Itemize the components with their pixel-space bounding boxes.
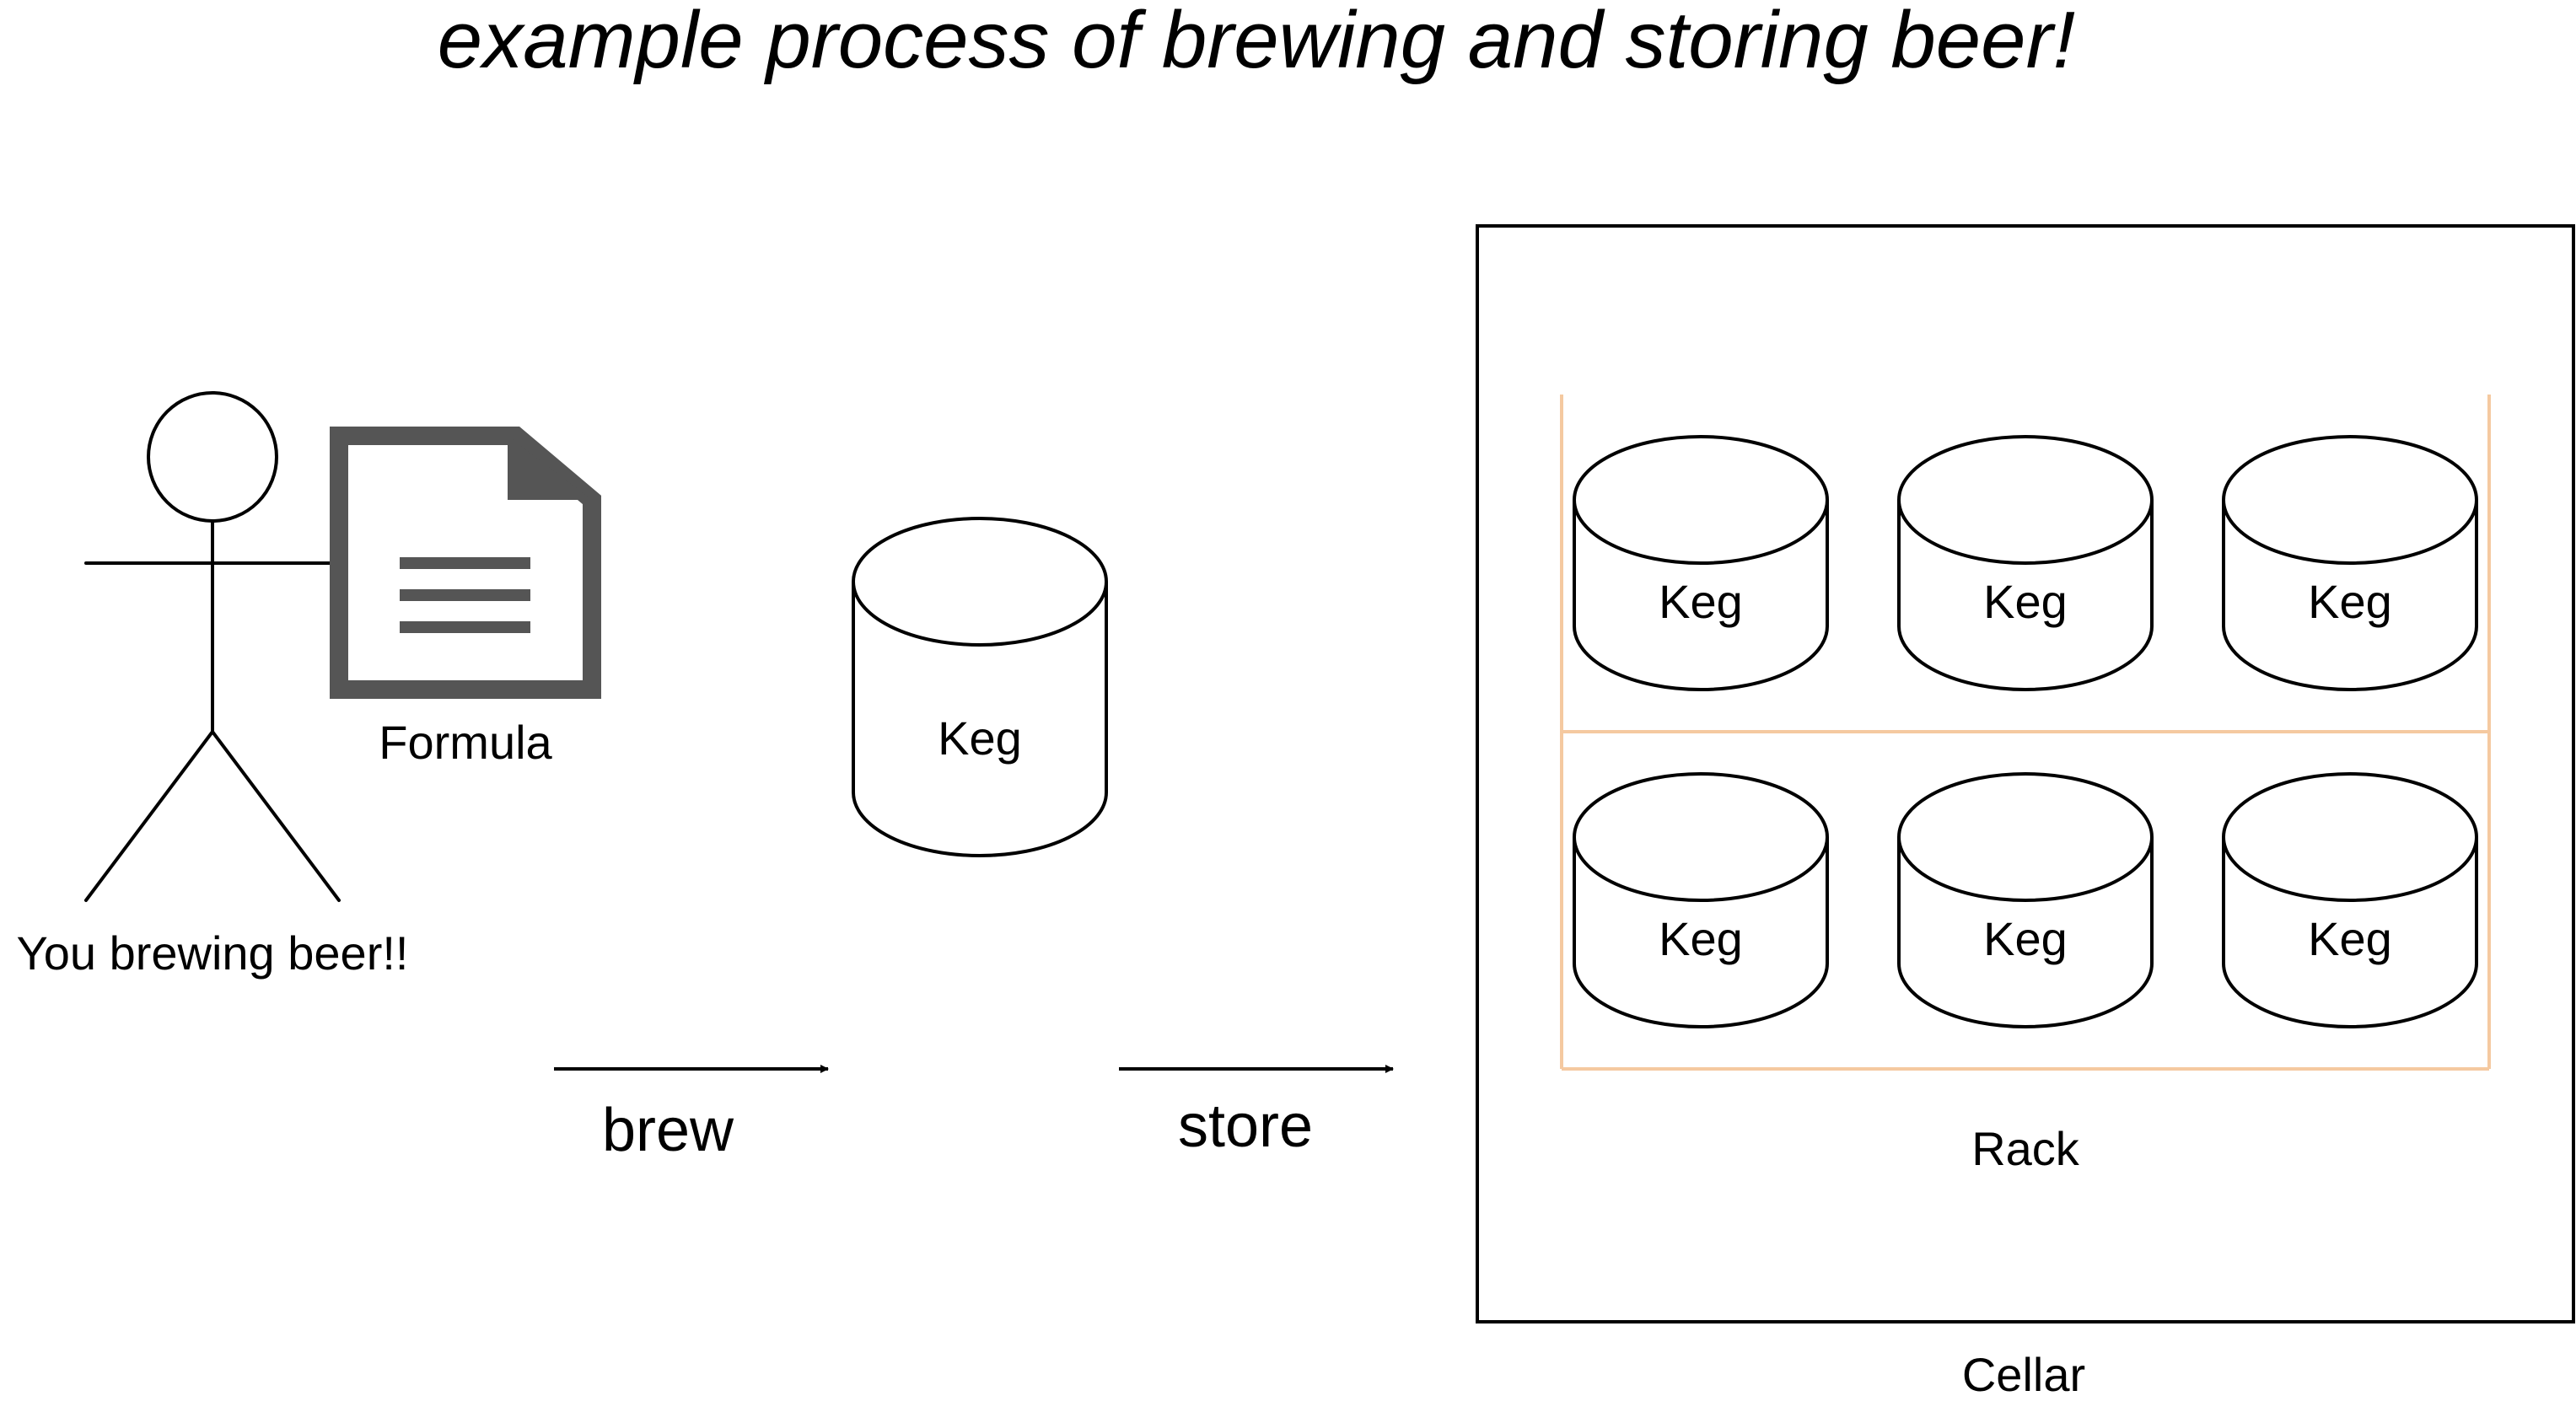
rack-keg[interactable]: Keg	[1573, 435, 1829, 691]
rack-keg-label: Keg	[2308, 575, 2392, 628]
brew-label: brew	[602, 1097, 734, 1164]
rack-keg[interactable]: Keg	[1897, 435, 2154, 691]
keg-cylinder-body	[852, 582, 1108, 857]
keg-cylinder-top	[1573, 772, 1829, 902]
rack-keg-label: Keg	[2308, 912, 2392, 965]
rack-keg-label: Keg	[1983, 912, 2068, 965]
keg-cylinder-top	[1897, 772, 2154, 902]
document-line	[400, 589, 530, 601]
rack-keg[interactable]: Keg	[2222, 772, 2478, 1028]
actor-left-leg	[84, 730, 214, 902]
rack-keg-label: Keg	[1659, 575, 1743, 628]
actor-label: You brewing beer!!	[17, 926, 409, 980]
document-icon[interactable]	[330, 427, 601, 699]
keg-cylinder-top	[2222, 435, 2478, 565]
store-label: store	[1178, 1093, 1313, 1160]
page-title: example process of brewing and storing b…	[438, 0, 2075, 85]
rack-keg[interactable]: Keg	[2222, 435, 2478, 691]
rack-keg-label: Keg	[1659, 912, 1743, 965]
keg-cylinder-top	[852, 517, 1108, 647]
actor-right-leg	[211, 730, 341, 902]
rack-shelf[interactable]	[1560, 395, 2491, 1071]
document-fold-corner	[508, 436, 592, 500]
document-line	[400, 557, 530, 569]
actor-head	[147, 391, 278, 523]
cellar-label: Cellar	[1962, 1348, 2085, 1401]
brewed-keg[interactable]	[852, 517, 1108, 857]
rack-keg[interactable]: Keg	[1573, 772, 1829, 1028]
rack-keg-label: Keg	[1983, 575, 2068, 628]
cellar-container[interactable]	[1476, 224, 2575, 1323]
actor-stick-figure[interactable]	[84, 391, 341, 902]
brewed-keg-label: Keg	[938, 711, 1022, 765]
keg-cylinder-top	[1573, 435, 1829, 565]
rack-keg[interactable]: Keg	[1897, 772, 2154, 1028]
document-line	[400, 621, 530, 633]
keg-cylinder-top	[1897, 435, 2154, 565]
rack-label: Rack	[1971, 1122, 2080, 1175]
document-label: Formula	[379, 716, 552, 769]
keg-cylinder-top	[2222, 772, 2478, 902]
